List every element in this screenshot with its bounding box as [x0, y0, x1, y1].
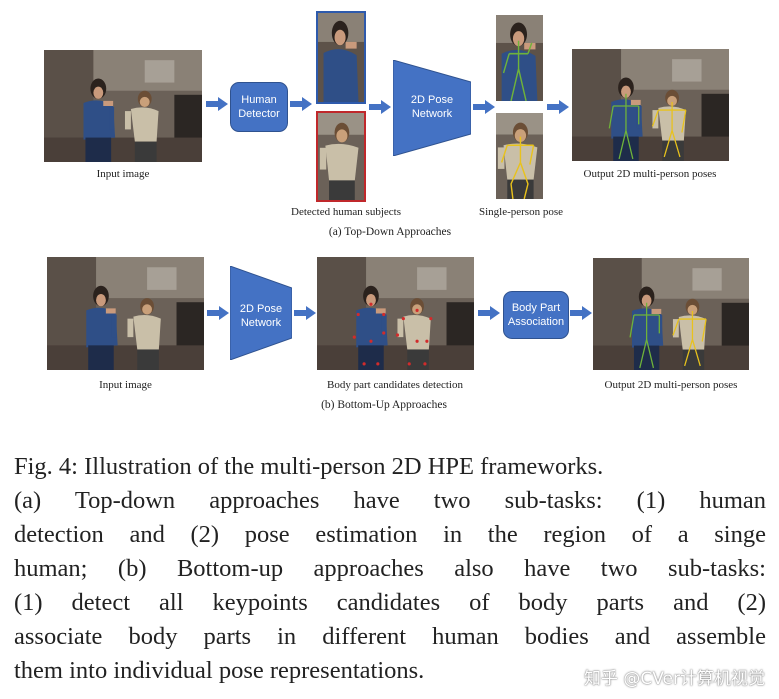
figure-caption: Fig. 4: Illustration of the multi-person…: [14, 450, 766, 688]
single-pose-1: [496, 15, 543, 101]
caption-line: them into individual pose representation…: [14, 657, 425, 684]
single-pose-2: [496, 113, 543, 199]
arrow-icon: [369, 100, 391, 114]
detected-subject-1: [316, 11, 366, 104]
watermark: 知乎 @CVer计算机视觉: [583, 669, 765, 689]
candidates-image: [317, 257, 474, 370]
arrow-icon: [547, 100, 569, 114]
caption-line: Fig. 4: Illustration of the multi-person…: [14, 453, 604, 480]
bu-network-line2: Network: [240, 317, 282, 329]
caption-line: (1) detect all keypoints candidates of b…: [14, 589, 766, 616]
candidates-caption: Body part candidates detection: [327, 379, 463, 391]
caption-line: detection and (2) pose estimation in the…: [14, 521, 766, 548]
bu-network-line1: 2D Pose: [239, 303, 283, 315]
detector-label-line1: Human: [241, 94, 277, 106]
arrow-icon: [294, 306, 316, 320]
assoc-label-line1: Body Part: [511, 302, 561, 314]
td-output-image: [572, 49, 729, 161]
td-subtitle: (a) Top-Down Approaches: [328, 226, 452, 238]
arrow-icon: [207, 306, 229, 320]
bu-input-image: [47, 257, 204, 370]
arrow-icon: [570, 306, 592, 320]
td-pose-network-block: [393, 60, 471, 156]
arrow-icon: [473, 100, 495, 114]
bu-subtitle: (b) Bottom-Up Approaches: [321, 399, 447, 411]
single-caption: Single-person pose: [478, 206, 563, 218]
assoc-label-line2: Association: [507, 316, 565, 328]
bu-output-image: [593, 258, 749, 370]
td-network-line2: Network: [411, 108, 453, 120]
caption-line: (a) Top-down approaches have two sub-tas…: [14, 487, 766, 514]
arrow-icon: [478, 306, 500, 320]
detected-caption: Detected human subjects: [291, 206, 401, 218]
td-input-image: [44, 50, 202, 162]
detector-label-line2: Detector: [238, 108, 280, 120]
td-network-line1: 2D Pose: [410, 94, 454, 106]
arrow-icon: [206, 97, 228, 111]
caption-line: human; (b) Bottom-up approaches also hav…: [14, 555, 766, 582]
td-input-caption: Input image: [96, 168, 150, 180]
td-output-caption: Output 2D multi-person poses: [583, 168, 717, 180]
caption-line: associate body parts in different human …: [14, 623, 766, 650]
bu-output-caption: Output 2D multi-person poses: [604, 379, 738, 391]
arrow-icon: [290, 97, 312, 111]
detected-subject-2: [316, 111, 366, 202]
bu-input-caption: Input image: [99, 379, 152, 391]
bu-pose-network-block: [230, 266, 292, 360]
